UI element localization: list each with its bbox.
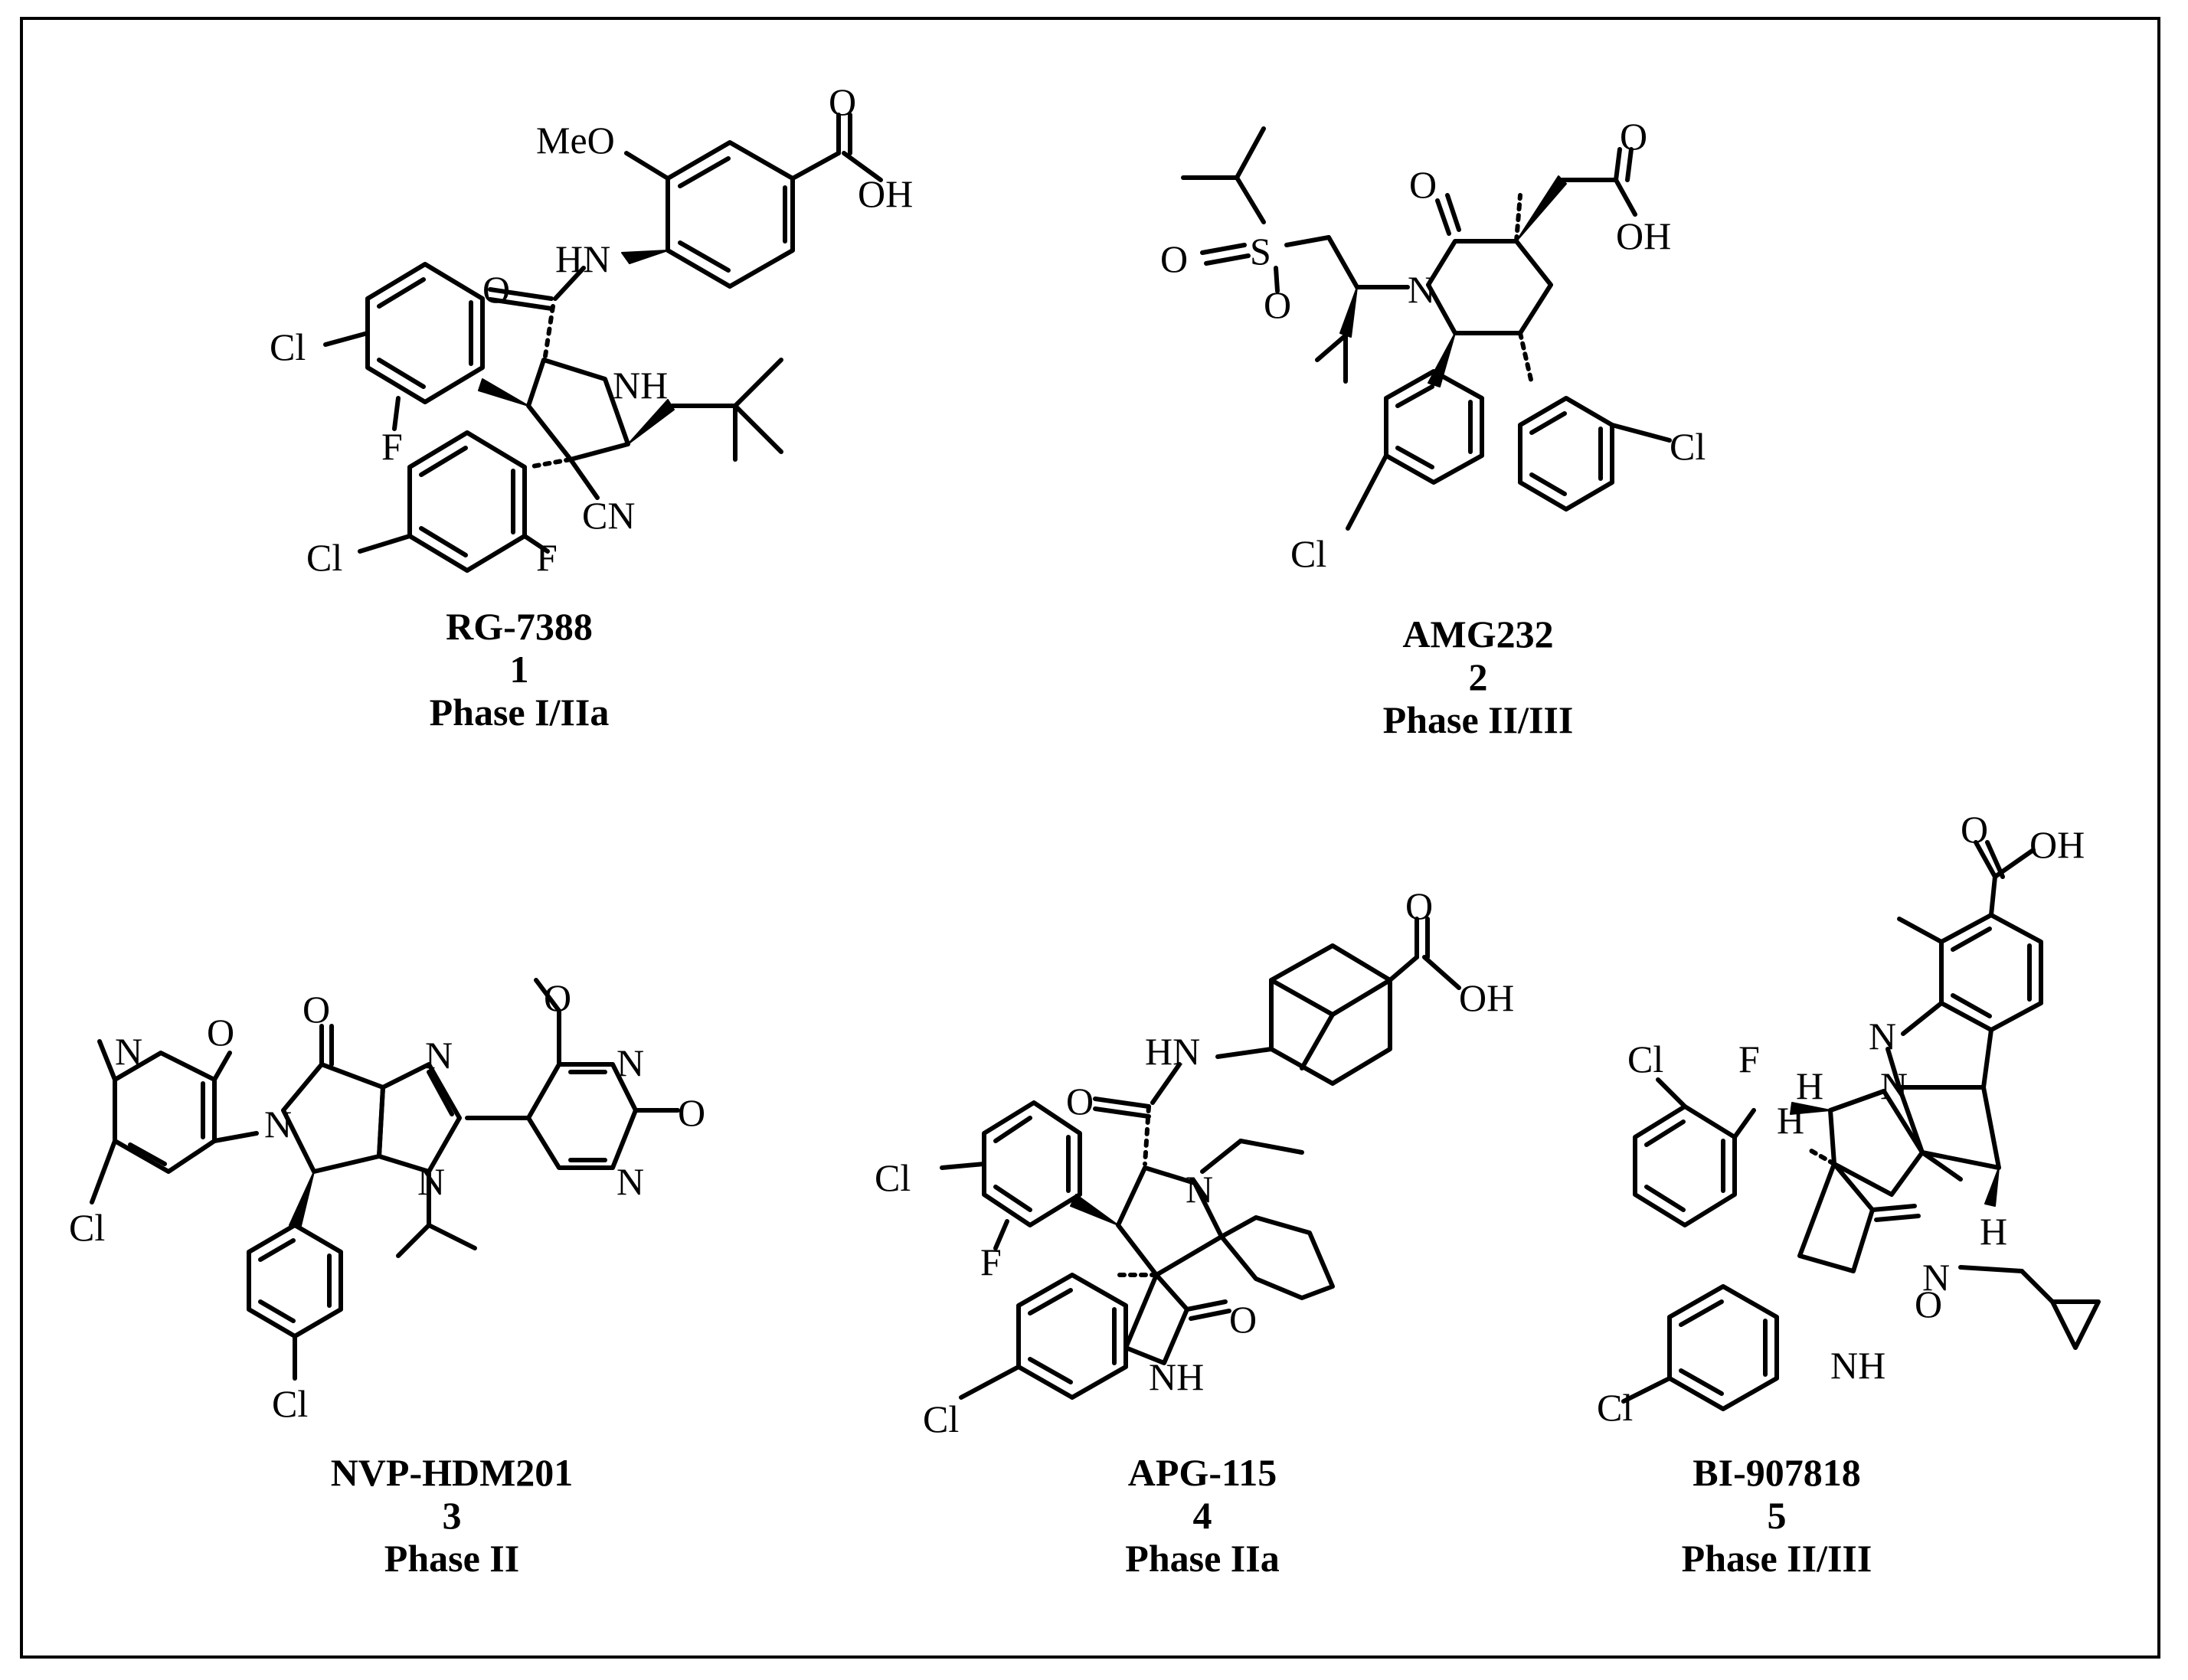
atom-c4-cl-oxindole: Cl <box>923 1397 959 1440</box>
atom-c5-h-mid: H <box>1796 1064 1823 1107</box>
atom-c3-o-pyridone: O <box>207 1011 234 1054</box>
compound-number: 2 <box>1468 655 1488 698</box>
structure-apg115 <box>940 917 1461 1400</box>
compound-number: 4 <box>1192 1494 1212 1537</box>
atom-c1-cn: CN <box>582 494 635 537</box>
structure-bi907818 <box>1621 840 2101 1411</box>
atom-c5-cl-phenyl: Cl <box>1627 1038 1663 1080</box>
atom-c4-cl-phenyl: Cl <box>875 1156 911 1199</box>
atom-c1-hn: HN <box>555 237 610 280</box>
compound-name: BI-907818 <box>1693 1451 1861 1494</box>
atom-c3-o-lactam: O <box>303 988 330 1031</box>
atom-c1-f-top: F <box>381 425 403 468</box>
caption-compound-4: APG-115 4 Phase IIa <box>1003 1451 1401 1580</box>
atom-c2-oh: OH <box>1616 214 1671 257</box>
atom-c2-o-lactam: O <box>1409 163 1437 206</box>
atom-c2-o-sulfonyl-bottom: O <box>1264 283 1291 326</box>
atom-c3-o-methoxy-right: O <box>678 1091 705 1134</box>
atom-c1-oh: OH <box>858 172 913 215</box>
caption-compound-1: RG-7388 1 Phase I/IIa <box>320 605 718 734</box>
atom-c3-n-imidazole-bottom: N <box>417 1160 445 1203</box>
atom-c5-h-right: H <box>1980 1210 2007 1253</box>
structure-nvp-hdm201 <box>90 978 680 1381</box>
atom-c2-cl-right: Cl <box>1670 425 1706 468</box>
atom-c5-h-left: H <box>1777 1099 1804 1142</box>
compound-name: APG-115 <box>1127 1451 1277 1494</box>
atom-c2-o-acid: O <box>1620 115 1647 158</box>
atom-c1-cl-top: Cl <box>270 325 306 368</box>
compound-number: 3 <box>442 1494 462 1537</box>
structure-rg7388 <box>323 113 883 573</box>
compound-name: AMG232 <box>1402 613 1554 655</box>
atom-c5-n-ring: N <box>1922 1256 1950 1299</box>
atom-c3-n-imidazole-top: N <box>425 1034 453 1077</box>
atom-c3-n-pyridone: N <box>115 1030 142 1073</box>
atom-c5-oh: OH <box>2029 823 2085 866</box>
atom-c2-o-sulfonyl-left: O <box>1160 237 1188 280</box>
compound-phase: Phase IIa <box>1125 1537 1280 1580</box>
compound-number: 5 <box>1767 1494 1787 1537</box>
atom-c4-o-oxindole: O <box>1229 1298 1257 1341</box>
atom-c4-o-acid: O <box>1405 884 1433 927</box>
compound-name: NVP-HDM201 <box>330 1451 574 1494</box>
atom-c3-o-methoxy-top: O <box>544 976 571 1019</box>
atom-c1-o-acid: O <box>829 80 856 123</box>
atom-c1-meo: MeO <box>536 119 615 162</box>
structure-amg232 <box>1181 126 1672 531</box>
atom-c5-cl-oxindole: Cl <box>1597 1386 1633 1429</box>
atom-c3-n-pyrimidine-top: N <box>616 1041 644 1084</box>
atom-c3-n-pyrimidine-bottom: N <box>616 1160 644 1203</box>
atom-c5-f: F <box>1738 1038 1760 1080</box>
atom-c5-n-top: N <box>1869 1015 1896 1057</box>
atom-c1-o-amide: O <box>482 268 510 311</box>
atom-c5-o-oxindole: O <box>1915 1283 1942 1325</box>
compound-phase: Phase II/III <box>1382 698 1574 741</box>
atom-c5-nh: NH <box>1830 1344 1885 1387</box>
atom-c2-s: S <box>1250 230 1271 273</box>
atom-c3-n-lactam: N <box>264 1103 292 1146</box>
atom-c2-n: N <box>1408 268 1435 311</box>
atom-c4-o-amide: O <box>1066 1080 1094 1123</box>
caption-compound-2: AMG232 2 Phase II/III <box>1279 613 1677 741</box>
caption-compound-3: NVP-HDM201 3 Phase II <box>253 1451 651 1580</box>
atom-c1-f-bottom: F <box>536 536 558 579</box>
compound-phase: Phase I/IIa <box>429 691 610 734</box>
atom-c4-n: N <box>1186 1168 1213 1211</box>
atom-c3-cl-pyridone: Cl <box>69 1206 105 1249</box>
atom-c4-f: F <box>980 1240 1002 1283</box>
atom-c1-nh: NH <box>613 364 668 407</box>
atom-c5-o-acid: O <box>1961 808 1988 851</box>
atom-c3-cl-phenyl: Cl <box>272 1382 308 1425</box>
atom-c4-oh: OH <box>1459 976 1514 1019</box>
atom-c1-cl-bottom: Cl <box>306 536 342 579</box>
compound-number: 1 <box>509 648 529 691</box>
compound-phase: Phase II/III <box>1681 1537 1872 1580</box>
compound-phase: Phase II <box>384 1537 520 1580</box>
compound-name: RG-7388 <box>446 605 593 648</box>
atom-c4-hn: HN <box>1145 1030 1200 1073</box>
atom-c2-cl-left: Cl <box>1290 532 1326 575</box>
caption-compound-5: BI-907818 5 Phase II/III <box>1578 1451 1976 1580</box>
atom-c5-n-mid: N <box>1880 1064 1908 1107</box>
atom-c4-nh: NH <box>1149 1355 1204 1398</box>
